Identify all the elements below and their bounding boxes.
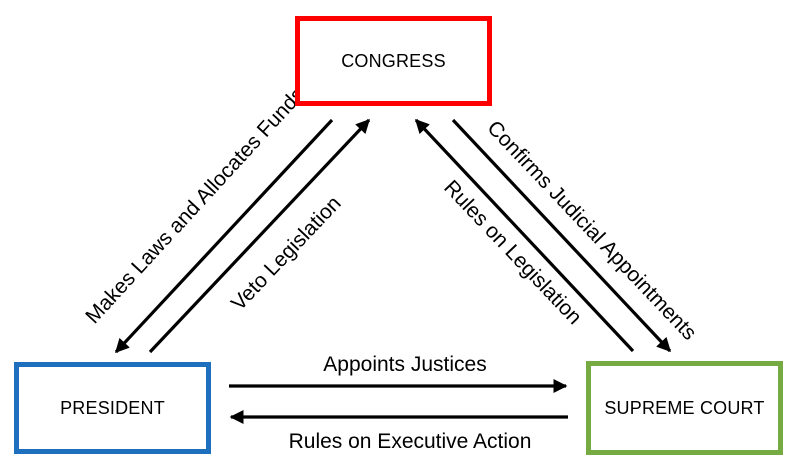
arrow-court-to-congress	[414, 118, 635, 353]
arrow-congress-to-court	[451, 118, 672, 353]
president-box: PRESIDENT	[14, 362, 211, 454]
label-confirms-judicial-appointments: Confirms Judicial Appointments	[483, 116, 701, 344]
arrow-president-to-congress	[148, 118, 371, 354]
label-appoints-justices: Appoints Justices	[323, 353, 486, 376]
arrow-congress-to-president	[114, 118, 334, 354]
supreme-court-label: SUPREME COURT	[604, 397, 765, 418]
label-rules-on-executive-action: Rules on Executive Action	[289, 430, 532, 453]
supreme-court-box: SUPREME COURT	[586, 361, 783, 455]
president-label: PRESIDENT	[60, 397, 165, 418]
congress-label: CONGRESS	[341, 50, 446, 71]
congress-box: CONGRESS	[295, 16, 492, 106]
label-makes-laws: Makes Laws and Allocates Funds	[81, 83, 309, 328]
